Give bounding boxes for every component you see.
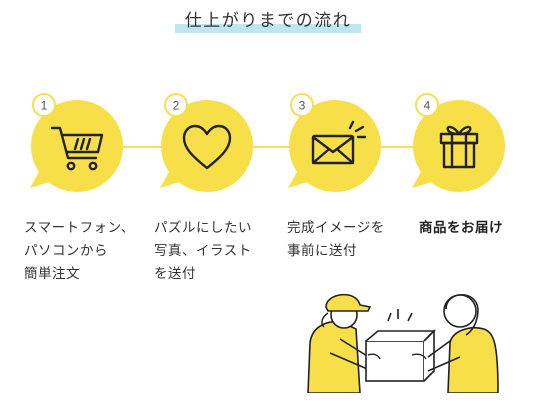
step-1-bubble: 1 [30, 93, 123, 192]
step-1-text: スマートフォン、 パソコンから 簡単注文 [24, 220, 135, 282]
recipient-figure [427, 294, 499, 394]
step-4: 4 [404, 88, 514, 202]
title-wrapper: 仕上がりまでの流れ [0, 4, 536, 33]
step-2-number: 2 [173, 99, 180, 113]
step-4-bubble: 4 [412, 93, 505, 192]
step-2: 2 [152, 88, 262, 202]
step-2-bubble: 2 [160, 93, 253, 192]
step-4-text: 商品をお届け [419, 220, 503, 236]
step-1-number: 1 [41, 99, 48, 113]
delivery-handover-illustration [300, 283, 500, 397]
step-connector-line [60, 146, 450, 148]
step-3-bubble: 3 [288, 93, 381, 192]
delivery-person-figure [307, 293, 373, 394]
shopping-cart-icon [50, 126, 104, 171]
envelope-icon [311, 120, 367, 165]
step-4-number: 4 [424, 99, 431, 113]
delivery-illustration-svg [307, 293, 499, 394]
page-title: 仕上がりまでの流れ [174, 4, 361, 33]
step-3-number: 3 [299, 99, 306, 113]
package-box [365, 309, 436, 382]
step-3-text: 完成イメージを 事前に送付 [287, 220, 385, 259]
step-3: 3 [280, 88, 390, 202]
step-2-text: パズルにしたい 写真、イラスト を送付 [154, 220, 252, 282]
gift-box-icon [439, 125, 479, 169]
step-1: 1 [22, 88, 132, 202]
heart-icon [182, 124, 232, 170]
